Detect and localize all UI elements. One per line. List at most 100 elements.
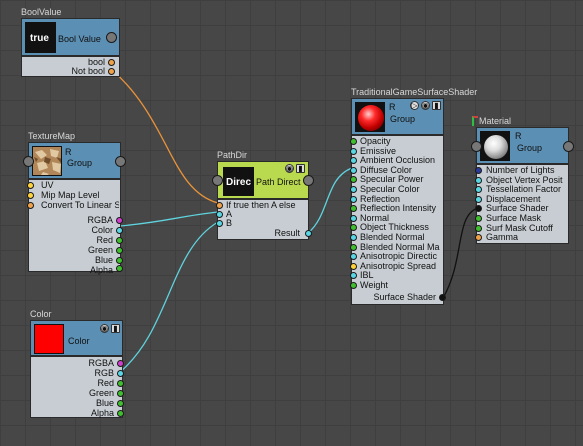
port-label-displacement: Displacement [486, 193, 541, 204]
port-label-emissive: Emissive [360, 145, 397, 156]
surface-shader-node[interactable]: TraditionalGameSurfaceShader R Group ▷ ◉… [350, 87, 477, 305]
port-label-blended-normal-ma: Blended Normal Ma [360, 241, 440, 252]
port-red[interactable] [116, 237, 123, 244]
port-anisotropic-spread[interactable] [350, 262, 357, 270]
port-blue[interactable] [116, 257, 123, 264]
port-label-condition: If true then A else [226, 200, 296, 210]
save-icon[interactable]: ▮ [432, 101, 441, 110]
port-not-bool[interactable] [108, 68, 115, 75]
port-green[interactable] [117, 390, 124, 397]
port-emissive[interactable] [350, 147, 357, 155]
port-rgba[interactable] [116, 217, 123, 224]
port-label-b: B [226, 218, 233, 228]
port-reflection-intensity[interactable] [350, 205, 357, 213]
path-dir-node[interactable]: PathDir Direc Path Direct ◉ ▮ If true th… [212, 150, 314, 240]
port-blended-normal-ma[interactable] [350, 243, 357, 251]
port-surf-mask-cutoff[interactable] [475, 224, 482, 232]
port-bool[interactable] [108, 59, 115, 66]
port-alpha[interactable] [116, 265, 123, 272]
port-surface-shader[interactable] [439, 294, 446, 301]
preview-icon[interactable]: ◉ [285, 164, 294, 173]
save-icon[interactable]: ▮ [296, 164, 305, 173]
port-a[interactable] [216, 211, 223, 218]
port-label-red: Red [97, 378, 114, 388]
node-header[interactable]: R Group [471, 127, 574, 164]
port-ibl[interactable] [350, 272, 357, 280]
node-header[interactable]: Direc Path Direct ◉ ▮ [212, 161, 314, 199]
port-label-green: Green [88, 388, 114, 398]
node-r-label: R [389, 102, 396, 112]
bool-swatch: true [25, 22, 56, 53]
bool-value-node[interactable]: BoolValue true Bool Value bool Not bool [21, 7, 120, 77]
port-blue[interactable] [117, 400, 124, 407]
node-output-port[interactable] [106, 32, 117, 43]
path-dir-swatch-text: Direc [226, 177, 252, 188]
port-mip-map-level[interactable] [27, 192, 34, 199]
node-output-port[interactable] [563, 141, 574, 152]
node-output-port[interactable] [303, 175, 314, 186]
port-alpha[interactable] [117, 410, 124, 417]
node-input-port[interactable] [23, 156, 34, 167]
display-icon[interactable]: ◉ [421, 101, 430, 110]
pin-marker-icon [472, 116, 478, 126]
color-node[interactable]: Color Color ◉ ▮ RGBA RGB Red Green Blue … [30, 309, 124, 418]
node-title: PathDir [217, 150, 248, 160]
preview-icon[interactable]: ▷ [410, 101, 419, 110]
node-output-port[interactable] [115, 156, 126, 167]
port-surface-shader[interactable] [475, 205, 482, 213]
port-surface-mask[interactable] [475, 215, 482, 222]
color-swatch [34, 324, 64, 354]
port-result[interactable] [305, 230, 312, 237]
port-displacement[interactable] [475, 195, 482, 203]
port-opacity[interactable] [350, 138, 357, 145]
port-label-surf-mask-cutoff: Surf Mask Cutoff [486, 222, 553, 233]
wire-pathdir-to-diffuse[interactable] [307, 167, 353, 234]
port-convert-to-linear[interactable] [27, 202, 34, 209]
port-normal[interactable] [350, 214, 357, 222]
node-header[interactable]: R Group [23, 142, 126, 179]
port-number-of-lights[interactable] [475, 167, 482, 174]
bool-swatch-text: true [30, 33, 49, 44]
wire-shader-to-material[interactable] [442, 207, 479, 299]
wire-texture-color-to-pathdir-a[interactable] [119, 211, 219, 227]
node-r-label: R [65, 147, 72, 157]
save-icon[interactable]: ▮ [111, 324, 120, 333]
port-uv[interactable] [27, 182, 34, 189]
node-title: BoolValue [21, 7, 62, 17]
node-title: Material [479, 116, 512, 126]
port-red[interactable] [117, 380, 124, 387]
port-gamma[interactable] [475, 234, 482, 242]
node-input-port[interactable] [471, 141, 482, 152]
port-b[interactable] [216, 220, 223, 227]
port-anisotropic-directic[interactable] [350, 253, 357, 261]
port-label-alpha: Alpha [90, 408, 114, 418]
port-object-vertex-posit[interactable] [475, 176, 482, 184]
port-diffuse-color[interactable] [350, 166, 357, 174]
port-rgb[interactable] [117, 370, 124, 377]
path-dir-swatch: Direc [223, 167, 254, 196]
port-label-gamma: Gamma [486, 232, 519, 243]
node-input-port[interactable] [212, 175, 223, 186]
node-header[interactable]: R Group ▷ ◉ ▮ [351, 98, 444, 135]
port-weight[interactable] [350, 282, 357, 289]
node-header[interactable]: Color ◉ ▮ [30, 320, 123, 356]
port-rgba[interactable] [117, 360, 124, 367]
port-green[interactable] [116, 247, 123, 254]
port-ambient-occlusion[interactable] [350, 157, 357, 165]
texture-map-node[interactable]: TextureMap R Group UV Mip Map Level Conv… [23, 131, 126, 275]
port-blended-normal[interactable] [350, 234, 357, 241]
port-color[interactable] [116, 227, 123, 234]
port-object-thickness[interactable] [350, 224, 357, 232]
node-header[interactable]: true Bool Value [21, 18, 120, 56]
port-specular-power[interactable] [350, 176, 357, 184]
port-reflection[interactable] [350, 195, 357, 203]
port-tessellation-factor[interactable] [475, 186, 482, 194]
wire-bool-to-pathdir[interactable] [110, 68, 219, 204]
port-label-tessellation-factor: Tessellation Factor [486, 184, 562, 195]
port-label-a: A [226, 209, 233, 219]
port-specular-color[interactable] [350, 186, 357, 193]
port-condition[interactable] [216, 202, 223, 209]
preview-icon[interactable]: ◉ [100, 324, 109, 333]
wire-color-rgb-to-pathdir-b[interactable] [119, 221, 219, 373]
